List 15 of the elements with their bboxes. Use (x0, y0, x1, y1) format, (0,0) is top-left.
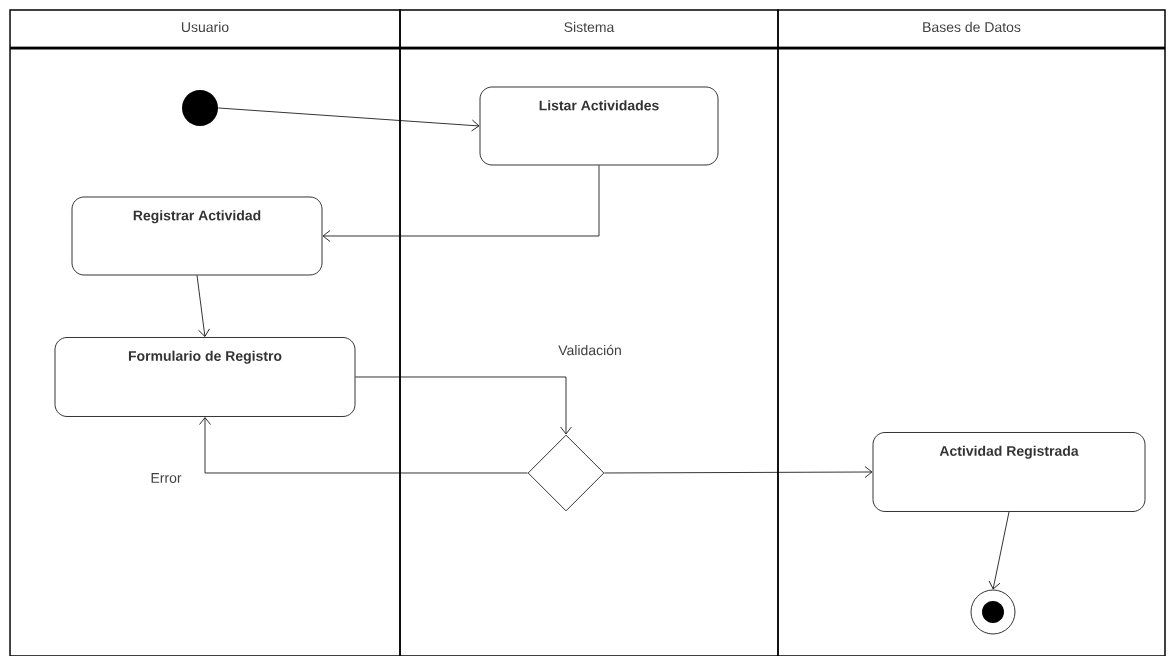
arrow (199, 417, 528, 474)
arrow (322, 165, 600, 242)
activity-box: Actividad Registrada (872, 432, 1146, 512)
arrow (355, 376, 572, 435)
activity-box: Listar Actividades (479, 86, 719, 166)
arrow (988, 511, 1010, 590)
arrow (604, 466, 873, 478)
decision-diamond (527, 434, 605, 512)
activity-box: Formulario de Registro (54, 337, 356, 417)
activity-box: Registrar Actividad (71, 196, 323, 276)
arrow (217, 107, 480, 132)
end-node (970, 589, 1016, 635)
edge-label: Error (149, 472, 183, 484)
arrow (196, 275, 210, 337)
start-node (182, 90, 218, 126)
